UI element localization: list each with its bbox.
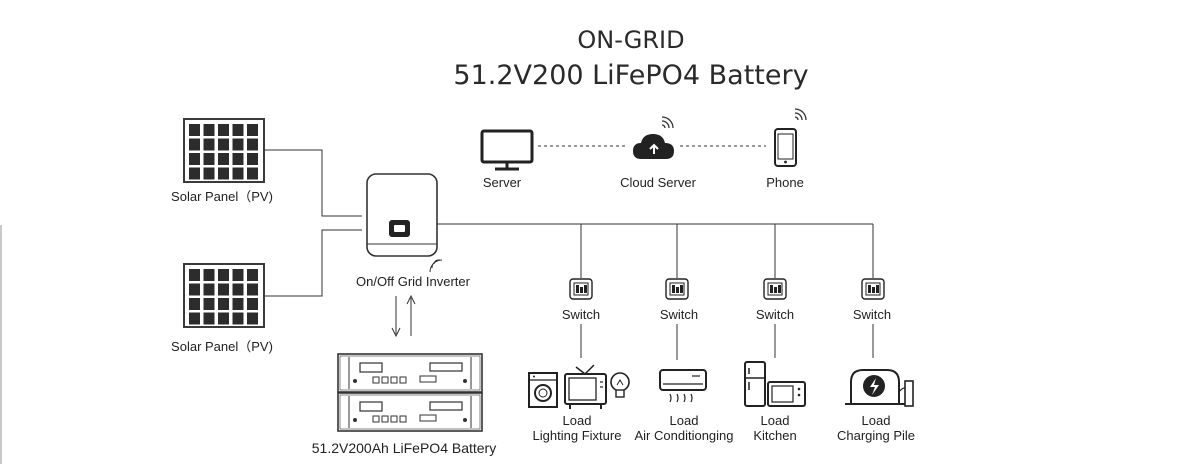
switch-icon [861,278,885,300]
load-name-label: Kitchen [753,428,797,443]
ev-charger-icon [845,369,914,407]
battery-label: 51.2V200Ah LiFePO4 Battery [311,440,497,456]
switch-label: Switch [755,307,795,322]
load-label: Load [760,413,790,428]
switch-icon [763,278,787,300]
title-line-1: ON-GRID [577,26,685,54]
load-label: Load [861,413,891,428]
solar-panel-bottom-label: Solar Panel（PV) [171,339,273,354]
inverter-label: On/Off Grid Inverter [356,274,470,289]
switch-label: Switch [659,307,699,322]
cloud-server-label: Cloud Server [620,175,696,190]
inverter-icon [366,173,443,273]
switch-icon [569,278,593,300]
air-conditioner-icon [659,369,707,403]
load-label: Load [562,413,592,428]
load-label: Load [669,413,699,428]
washer-icon [528,372,558,408]
lightbulb-icon [610,372,630,398]
title-line-2: 51.2V200 LiFePO4 Battery [453,60,809,91]
bus-line [437,223,874,360]
pv-wires [264,149,362,297]
cloud-icon [633,116,674,159]
battery-icon [337,353,483,432]
phone-label: Phone [766,175,804,190]
switch-label: Switch [561,307,601,322]
load-name-label: Air Conditionging [634,428,734,443]
solar-panel-icon [183,118,265,183]
switch-icon [665,278,689,300]
microwave-icon [767,381,806,407]
solar-panel-top-label: Solar Panel（PV) [171,189,273,204]
server-icon [480,129,534,171]
tv-icon [564,364,607,409]
solar-panel-icon [183,263,265,328]
charge-arrows-icon [391,294,416,338]
server-label: Server [482,175,522,190]
load-name-label: Charging Pile [836,428,916,443]
phone-icon [774,108,807,167]
switch-label: Switch [852,307,892,322]
refrigerator-icon [744,361,766,407]
switch-group [569,278,885,300]
load-name-label: Lighting Fixture [532,428,622,443]
left-edge-line [0,225,2,464]
